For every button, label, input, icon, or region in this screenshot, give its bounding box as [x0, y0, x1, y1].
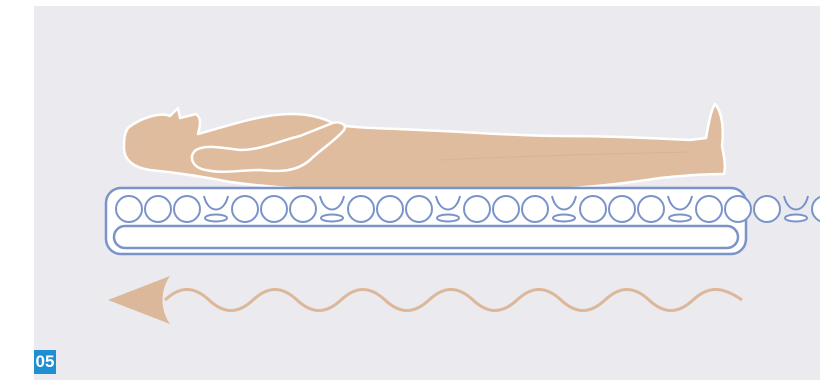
air-cell [376, 195, 404, 223]
air-cells [115, 195, 820, 223]
deflated-cell [667, 195, 693, 211]
arrow-head [108, 276, 170, 324]
air-cell [753, 195, 781, 223]
deflated-cell-base [436, 213, 460, 223]
air-cell [289, 195, 317, 223]
deflated-cell [319, 195, 345, 211]
person-leg-line [439, 151, 691, 161]
air-cell [347, 195, 375, 223]
deflated-cell-base [668, 213, 692, 223]
wave-line [163, 288, 743, 312]
air-mattress [104, 186, 820, 256]
deflated-cell-base [320, 213, 344, 223]
deflated-cell [783, 195, 809, 211]
air-cell [724, 195, 752, 223]
deflated-cell [435, 195, 461, 211]
deflated-cell-base [204, 213, 228, 223]
air-cell [521, 195, 549, 223]
air-cell [695, 195, 723, 223]
air-cell [637, 195, 665, 223]
deflated-cell-base [784, 213, 808, 223]
air-cell [231, 195, 259, 223]
air-cell [463, 195, 491, 223]
mattress-base-cell [112, 224, 740, 250]
air-cell [173, 195, 201, 223]
air-cell [579, 195, 607, 223]
step-number-badge: 05 [34, 350, 56, 374]
deflated-cell [551, 195, 577, 211]
air-cell [608, 195, 636, 223]
air-cell [405, 195, 433, 223]
deflated-cell [203, 195, 229, 211]
air-cell [115, 195, 143, 223]
air-cell [492, 195, 520, 223]
air-cell [144, 195, 172, 223]
air-cell [811, 195, 820, 223]
person-arm [190, 121, 347, 174]
deflated-cell-base [552, 213, 576, 223]
wave-arrow-left-icon [108, 276, 743, 324]
person-lying-figure [122, 102, 727, 195]
air-cell [260, 195, 288, 223]
